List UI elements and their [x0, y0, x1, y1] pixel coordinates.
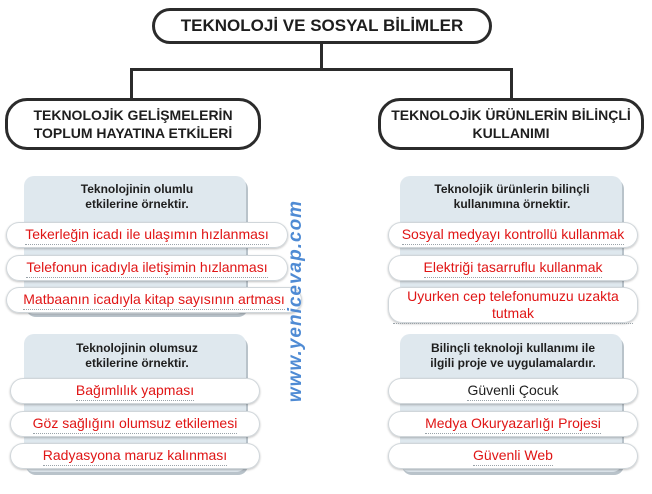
- connector-title-stem: [320, 44, 323, 70]
- left-heading: TEKNOLOJİK GELİŞMELERİN TOPLUM HAYATINA …: [5, 98, 261, 150]
- list-item: Elektriği tasarruflu kullanmak: [388, 255, 638, 281]
- list-item: Bağımlılık yapması: [10, 378, 260, 404]
- list-item: Telefonun icadıyla iletişimin hızlanması: [6, 255, 288, 281]
- list-item: Medya Okuryazarlığı Projesi: [388, 411, 638, 437]
- connector-right-stem: [510, 68, 513, 100]
- list-item: Güvenli Çocuk: [388, 378, 638, 404]
- left-positive-label: Teknolojinin olumlu etkilerine örnektir.: [80, 182, 194, 211]
- list-item: Tekerleğin icadı ile ulaşımın hızlanması: [6, 222, 288, 248]
- connector-left-stem: [130, 68, 133, 100]
- connector-horizontal: [130, 68, 513, 71]
- list-item: Güvenli Web: [388, 443, 638, 469]
- list-item: Uyurken cep telefonumuzu uzakta tutmak: [388, 287, 638, 324]
- right-projects-label: Bilinçli teknoloji kullanımı ile ilgili …: [430, 341, 596, 370]
- right-conscious-label: Teknolojik ürünlerin bilinçli kullanımın…: [434, 182, 590, 211]
- list-item: Radyasyona maruz kalınması: [10, 443, 260, 469]
- left-negative-label: Teknolojinin olumsuz etkilerine örnektir…: [76, 341, 198, 370]
- right-heading: TEKNOLOJİK ÜRÜNLERİN BİLİNÇLİ KULLANIMI: [378, 98, 644, 150]
- watermark: www.yenicevap.com: [285, 199, 306, 403]
- diagram-title: TEKNOLOJİ VE SOSYAL BİLİMLER: [152, 8, 492, 44]
- list-item: Göz sağlığını olumsuz etkilemesi: [10, 411, 260, 437]
- list-item: Sosyal medyayı kontrollü kullanmak: [388, 222, 638, 248]
- list-item: Matbaanın icadıyla kitap sayısının artma…: [6, 287, 302, 313]
